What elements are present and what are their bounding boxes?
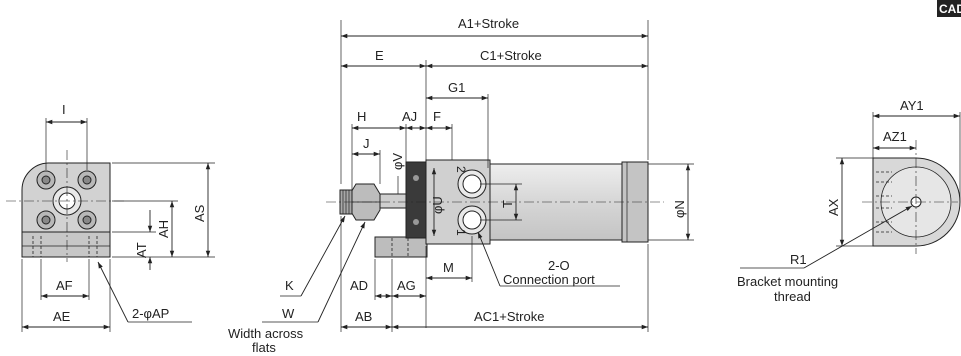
- width-across-flats-line2: flats: [252, 340, 276, 355]
- front-view-rod-cover: [405, 161, 427, 239]
- dim-label-at: AT: [134, 242, 149, 258]
- dim-label-v: φV: [390, 153, 405, 170]
- dim-label-k: K: [285, 278, 294, 293]
- front-view-piston-rod: [377, 193, 407, 209]
- connection-port-label: Connection port: [503, 272, 595, 287]
- dim-label-i: I: [62, 102, 66, 117]
- dim-label-2-ap: 2-φAP: [132, 306, 169, 321]
- dim-label-h: H: [357, 109, 366, 124]
- dim-label-ae: AE: [53, 309, 71, 324]
- port-number-2: 2: [454, 166, 468, 173]
- dim-label-aj: AJ: [402, 109, 417, 124]
- dim-label-ah: AH: [156, 220, 171, 238]
- dim-label-as: AS: [192, 204, 207, 222]
- dim-label-ay1: AY1: [900, 98, 924, 113]
- dim-label-af: AF: [56, 278, 73, 293]
- dim-label-ad: AD: [350, 278, 368, 293]
- left-view-bracket-base: [21, 231, 111, 258]
- dim-label-j: J: [363, 136, 370, 151]
- dim-label-c1-stroke: C1+Stroke: [480, 48, 542, 63]
- dim-label-ac1-stroke: AC1+Stroke: [474, 309, 544, 324]
- dim-label-f: F: [433, 109, 441, 124]
- dim-label-a1-stroke: A1+Stroke: [458, 16, 519, 31]
- right-side-view: AY1 AZ1 AX R1 Bracket mounting thread: [737, 98, 961, 304]
- dim-label-u: φU: [430, 196, 445, 214]
- front-view-bracket: [374, 236, 428, 258]
- cad-badge: CAD: [937, 0, 961, 17]
- bracket-mounting-line1: Bracket mounting: [737, 274, 838, 289]
- dim-label-ab: AB: [355, 309, 372, 324]
- dim-label-n: φN: [672, 200, 687, 218]
- dim-label-az1: AZ1: [883, 129, 907, 144]
- dim-label-ag: AG: [397, 278, 416, 293]
- dim-label-t: T: [500, 200, 515, 208]
- dim-label-e: E: [375, 48, 384, 63]
- dim-label-r1: R1: [790, 252, 807, 267]
- port-number-1: 1: [454, 229, 468, 236]
- cad-badge-text: CAD: [939, 2, 961, 16]
- front-view: 2 1 A1+Stroke E C1+Stroke G1 H AJ F: [228, 16, 694, 355]
- dim-label-2-o: 2-O: [548, 258, 570, 273]
- bracket-mounting-line2: thread: [774, 289, 811, 304]
- width-across-flats-line1: Width across: [228, 326, 304, 341]
- dim-label-w: W: [282, 306, 295, 321]
- dim-label-ax: AX: [826, 198, 841, 216]
- dim-label-g1: G1: [448, 80, 465, 95]
- dim-label-m: M: [443, 260, 454, 275]
- left-side-view: I AS AH AT AF AE 2-φAP: [6, 102, 215, 332]
- left-view-screw: [36, 170, 97, 230]
